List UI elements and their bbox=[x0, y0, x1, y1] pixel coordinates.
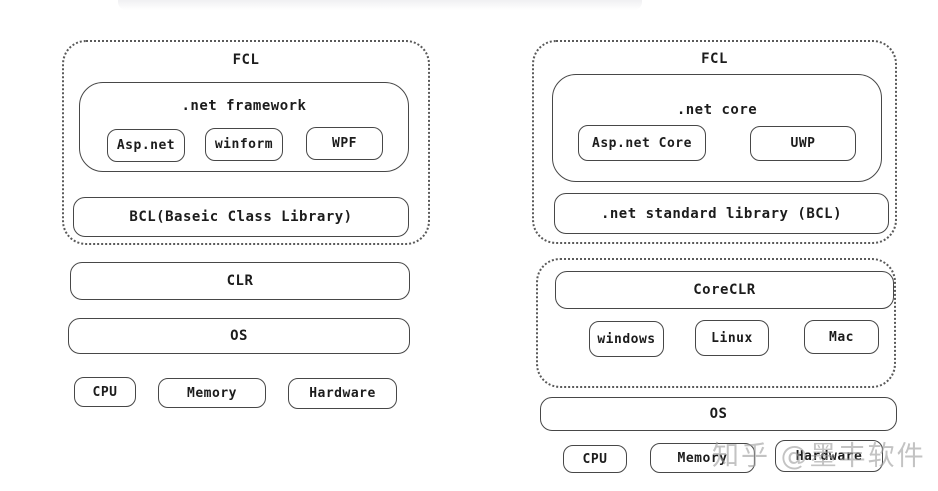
left-clr-label: CLR bbox=[226, 273, 254, 289]
node-aspnet-core-label: Asp.net Core bbox=[592, 135, 692, 151]
node-linux: Linux bbox=[695, 320, 769, 356]
right-fcl-label: FCL bbox=[701, 51, 728, 67]
node-aspnet: Asp.net bbox=[107, 129, 185, 162]
node-wpf: WPF bbox=[306, 127, 383, 160]
right-cpu-label: CPU bbox=[582, 451, 608, 467]
right-core-label: .net core bbox=[676, 102, 758, 118]
right-cpu-chip: CPU bbox=[563, 445, 627, 473]
left-memory-label: Memory bbox=[187, 385, 237, 401]
right-hardware-chip: Hardware bbox=[775, 440, 883, 472]
right-coreclr-group: CoreCLR windows Linux Mac bbox=[536, 258, 896, 388]
node-aspnet-core: Asp.net Core bbox=[578, 125, 706, 161]
left-cpu-chip: CPU bbox=[74, 377, 136, 407]
left-os-label: OS bbox=[230, 328, 248, 344]
right-hardware-label: Hardware bbox=[795, 448, 863, 464]
node-wpf-label: WPF bbox=[332, 136, 357, 151]
top-edge-artifact bbox=[118, 0, 642, 10]
node-winform: winform bbox=[205, 128, 283, 161]
node-windows: windows bbox=[589, 321, 664, 357]
node-winform-label: winform bbox=[214, 137, 274, 152]
left-clr-bar: CLR bbox=[70, 262, 410, 300]
right-std-label: .net standard library (BCL) bbox=[600, 205, 843, 222]
left-bcl-bar: BCL(Baseic Class Library) bbox=[73, 197, 409, 237]
left-fcl-group: FCL .net framework Asp.net winform WPF B… bbox=[62, 40, 430, 245]
left-fcl-label: FCL bbox=[232, 52, 260, 68]
node-windows-label: windows bbox=[597, 331, 656, 347]
right-fcl-group: FCL .net core Asp.net Core UWP .net stan… bbox=[532, 40, 897, 244]
left-framework-label: .net framework bbox=[181, 98, 307, 114]
right-memory-chip: Memory bbox=[650, 443, 755, 473]
right-coreclr-bar: CoreCLR bbox=[555, 271, 894, 309]
right-coreclr-label: CoreCLR bbox=[693, 282, 756, 298]
right-memory-label: Memory bbox=[677, 450, 728, 466]
node-uwp: UWP bbox=[750, 126, 856, 161]
node-linux-label: Linux bbox=[711, 330, 753, 346]
node-aspnet-label: Asp.net bbox=[116, 138, 176, 153]
left-cpu-label: CPU bbox=[92, 384, 118, 400]
node-mac-label: Mac bbox=[829, 329, 854, 345]
left-bcl-label: BCL(Baseic Class Library) bbox=[129, 209, 353, 225]
right-os-bar: OS bbox=[540, 397, 897, 431]
right-os-label: OS bbox=[709, 406, 728, 422]
node-uwp-label: UWP bbox=[790, 136, 816, 151]
left-memory-chip: Memory bbox=[158, 378, 266, 408]
zhihu-watermark: 知乎 @墨丰软件 bbox=[712, 441, 926, 472]
left-framework-box: .net framework Asp.net winform WPF bbox=[79, 82, 409, 172]
left-os-bar: OS bbox=[68, 318, 410, 354]
node-mac: Mac bbox=[804, 320, 879, 354]
right-core-box: .net core Asp.net Core UWP bbox=[552, 74, 882, 182]
left-hardware-chip: Hardware bbox=[288, 378, 397, 409]
right-std-bar: .net standard library (BCL) bbox=[554, 193, 889, 234]
left-hardware-label: Hardware bbox=[309, 386, 376, 401]
